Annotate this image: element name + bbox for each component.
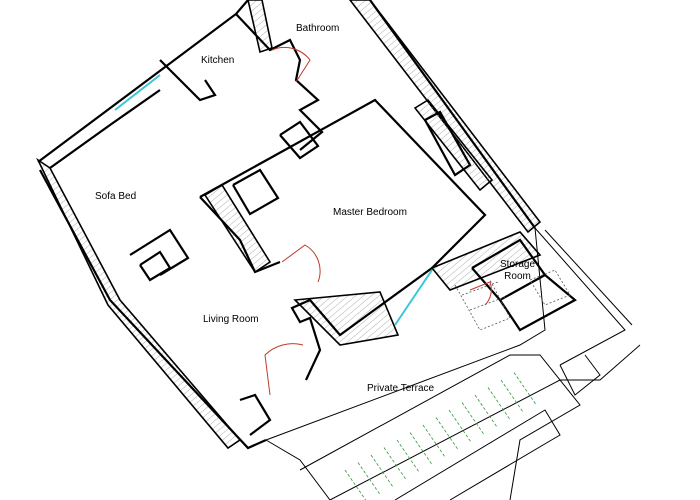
stair-tread [422, 424, 446, 458]
storage-dotted-lines [454, 269, 571, 331]
stair-tread [461, 402, 485, 435]
stair-tread [435, 417, 459, 450]
stair-tread [383, 447, 407, 480]
room-label-living-room: Living Room [203, 314, 259, 325]
stair-tread [357, 462, 381, 495]
stair-tread [396, 439, 420, 473]
windows [114, 74, 433, 326]
door-living [264, 343, 304, 396]
room-label-storage: Storage Room [500, 259, 535, 283]
terrace-stairs [344, 372, 537, 500]
storage-label-line2: Room [504, 271, 531, 282]
stair-tread [513, 372, 537, 405]
walls [37, 0, 577, 450]
stair-tread [448, 409, 472, 443]
door-bathroom [271, 46, 311, 83]
stair-tread [487, 387, 511, 420]
window-kitchen [114, 74, 161, 111]
room-label-bathroom: Bathroom [296, 23, 340, 34]
room-label-kitchen: Kitchen [201, 55, 235, 66]
terrace-outlines [265, 227, 641, 500]
room-label-sofa-bed: Sofa Bed [95, 191, 137, 202]
stair-tread [500, 379, 524, 413]
room-label-master-bedroom: Master Bedroom [333, 207, 407, 218]
stair-tread [370, 454, 394, 488]
stair-tread [344, 469, 367, 500]
stair-tread [474, 394, 498, 428]
storage-label-line1: Storage [500, 259, 536, 270]
door-bedroom [281, 244, 321, 283]
doors [264, 46, 492, 396]
door-storage [469, 281, 492, 306]
stair-tread [409, 432, 433, 465]
hatched-walls [36, 0, 542, 450]
window-bedroom [394, 269, 433, 326]
room-label-private-terrace: Private Terrace [367, 383, 435, 394]
